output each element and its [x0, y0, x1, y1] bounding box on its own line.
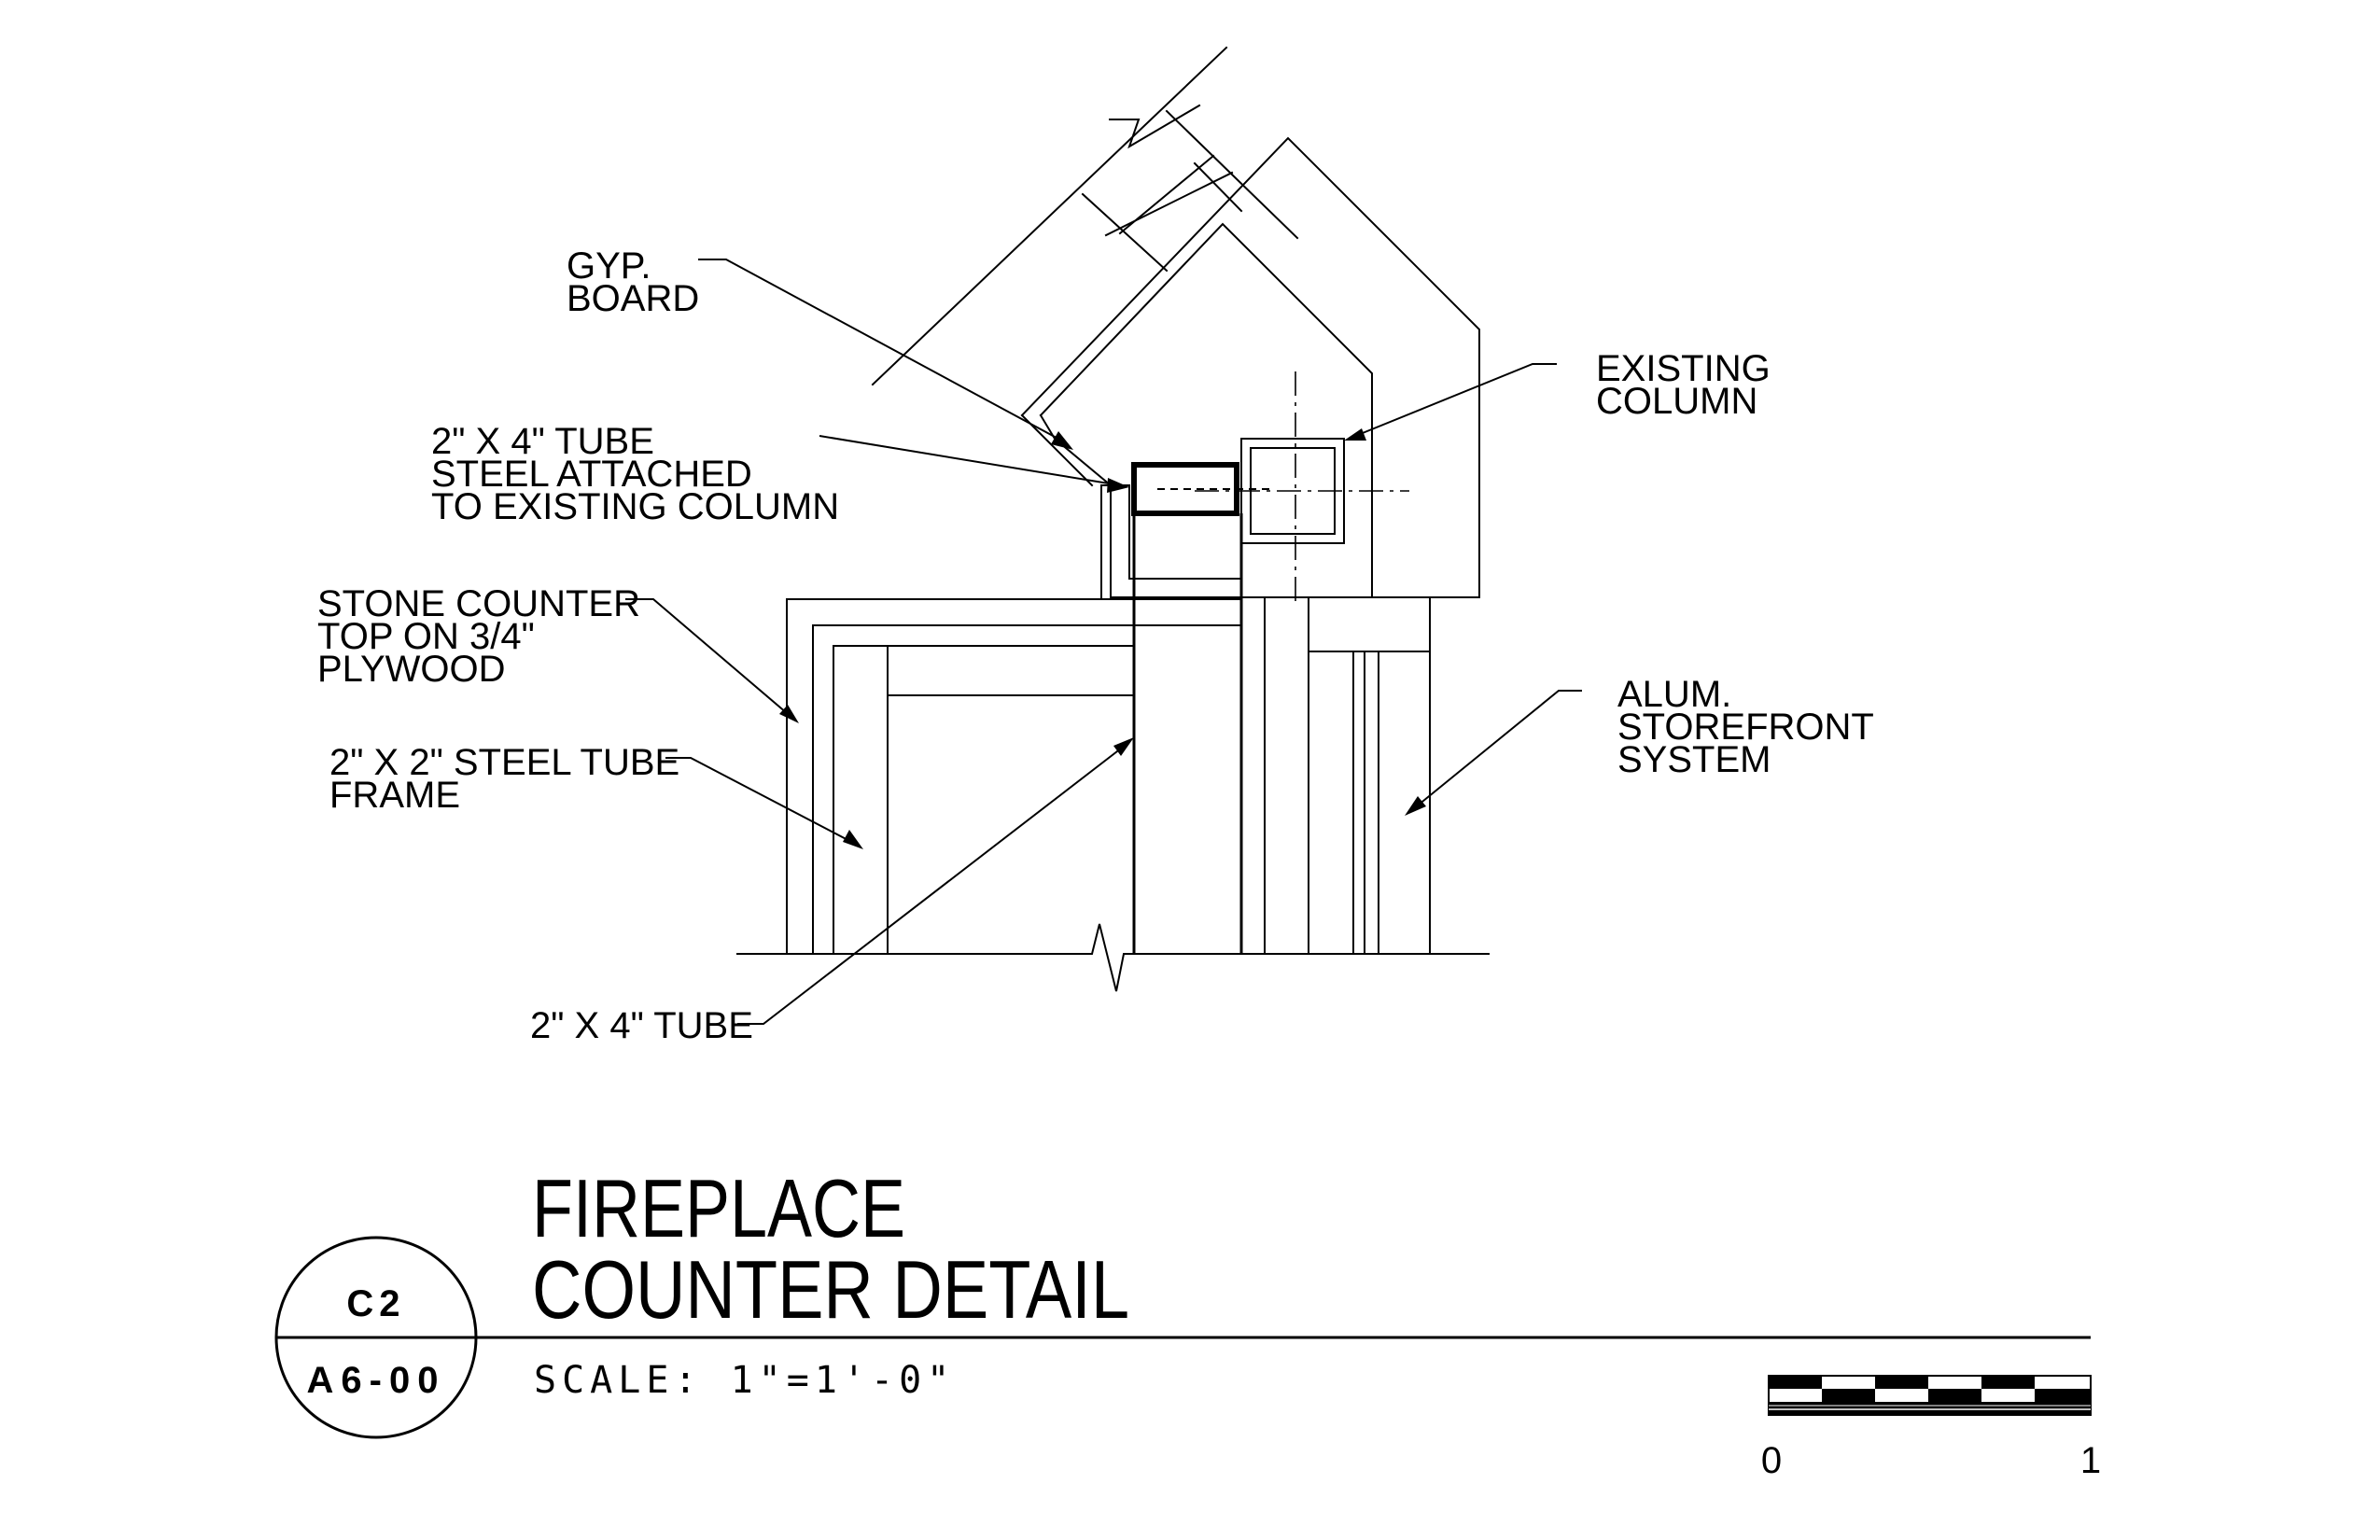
tube-2x4-vertical: [1132, 465, 1243, 954]
note-text-line: TO EXISTING COLUMN: [431, 486, 839, 527]
note-text-line: STONE COUNTER: [317, 583, 640, 624]
note-gyp-board: GYP. BOARD: [567, 245, 699, 319]
note-text-line: GYP.: [567, 245, 651, 287]
note-text-line: BOARD: [567, 278, 699, 319]
detail-number: C2: [346, 1283, 405, 1324]
note-text-line: SYSTEM: [1617, 739, 1771, 780]
note-text-line: FRAME: [329, 775, 460, 816]
note-tube: 2" X 4" TUBE: [530, 1005, 753, 1046]
tube-steel-2x4: [1131, 462, 1269, 516]
title-line-1: FIREPLACE: [532, 1162, 905, 1254]
note-text-line: 2" X 4" TUBE: [431, 421, 654, 462]
note-text-line: STOREFRONT: [1617, 707, 1874, 748]
detail-tag: C2 A6-00: [274, 1236, 478, 1439]
note-text-line: EXISTING: [1596, 348, 1771, 389]
storefront-mullion: [1264, 596, 1431, 955]
note-text-line: STEEL ATTACHED: [431, 454, 752, 495]
note-text-line: PLYWOOD: [317, 649, 506, 690]
floor-line: [736, 923, 1490, 992]
note-text-line: TOP ON 3/4": [317, 616, 535, 657]
note-existing-column: EXISTING COLUMN: [1596, 348, 1771, 422]
existing-column: [1195, 371, 1409, 607]
note-text-line: 2" X 2" STEEL TUBE: [329, 742, 679, 783]
note-tube-steel-attached: 2" X 4" TUBE STEEL ATTACHED TO EXISTING …: [431, 421, 839, 527]
note-text-line: COLUMN: [1596, 381, 1757, 422]
note-text-line: ALUM.: [1617, 674, 1731, 715]
note-storefront-system: ALUM. STOREFRONT SYSTEM: [1617, 674, 1874, 780]
scale-label: SCALE: 1"=1'-0": [534, 1359, 955, 1402]
counter-frame: [786, 596, 1242, 955]
note-stone-counter: STONE COUNTER TOP ON 3/4" PLYWOOD: [317, 583, 640, 690]
scale-bar-end: 1: [2080, 1440, 2101, 1481]
leaders: [625, 259, 1582, 1025]
title-line-2: COUNTER DETAIL: [532, 1243, 1129, 1336]
angled-wall: [871, 46, 1299, 386]
note-steel-tube-frame: 2" X 2" STEEL TUBE FRAME: [329, 742, 679, 816]
scale-bar-start: 0: [1761, 1440, 1782, 1481]
graphic-scale-bar: 0 1: [1761, 1375, 2101, 1481]
gyp-board: [1100, 484, 1130, 598]
sheet-number: A6-00: [307, 1360, 446, 1401]
note-text-line: 2" X 4" TUBE: [530, 1005, 753, 1046]
